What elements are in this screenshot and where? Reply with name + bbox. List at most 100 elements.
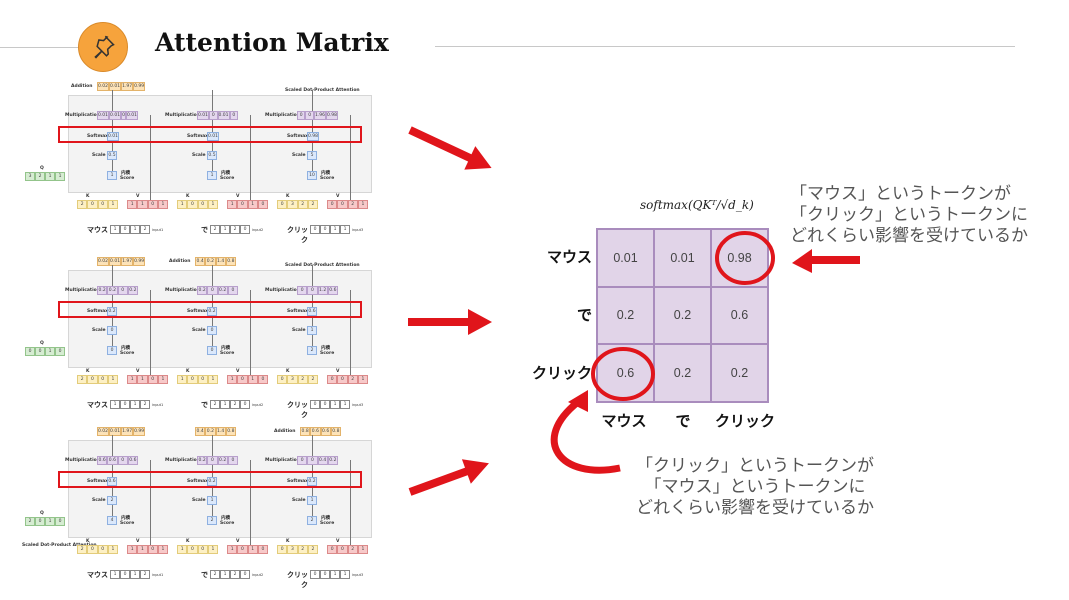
vector-cell: 1 [45, 347, 55, 356]
vector-cell: 0 [147, 545, 158, 554]
addition-label: Addition [71, 84, 93, 89]
score-label: Score [220, 521, 235, 526]
vector-cell: 2 [210, 225, 220, 234]
score-label: Score [220, 176, 235, 181]
scale-label: Scale [92, 153, 106, 158]
score-cell: 1 [107, 171, 117, 180]
vector-cell: 1 [130, 400, 140, 409]
vector-cell: 2 [297, 375, 308, 384]
vector-cell: 0.2 [197, 456, 208, 465]
softmax-cell: 0.2 [307, 477, 317, 486]
vector-cell: 0 [55, 347, 65, 356]
vector-cell: 0 [297, 111, 306, 120]
score-label: Score [220, 351, 235, 356]
vector-cell: 1.2 [317, 286, 328, 295]
vector-cell: 1 [137, 545, 148, 554]
scale-label: Scale [92, 328, 106, 333]
score-jp-label: 内積 [121, 516, 130, 521]
vector-cell: 2 [297, 200, 308, 209]
vector-cell: 1 [247, 545, 258, 554]
score-jp-label: 内積 [121, 346, 130, 351]
score-value: 1 [107, 171, 117, 180]
softmax-value: 0.2 [307, 477, 317, 486]
header-rule-left [0, 47, 80, 48]
connector [350, 290, 351, 375]
scale-cell: 1 [207, 496, 217, 505]
scale-cell: 5 [307, 151, 317, 160]
token-label: で [201, 571, 208, 579]
vector-cell: 0 [327, 545, 338, 554]
matrix-cell: 0.2 [654, 344, 711, 402]
vector-cell: 0 [320, 225, 330, 234]
vector-cell: 0.8 [225, 257, 236, 266]
vector-cell: 0.8 [330, 427, 341, 436]
vector-cell: 0 [117, 456, 128, 465]
vector-cell: 0 [120, 570, 130, 579]
note-bottom: 「クリック」というトークンが 「マウス」というトークンに どれくらい影響を受けて… [636, 456, 874, 518]
score-jp-label: 内積 [321, 171, 330, 176]
vector-cell: 1.97 [121, 82, 134, 91]
vector-cell: 2 [230, 570, 240, 579]
vector-cell: 1 [220, 570, 230, 579]
q-label: Q [40, 166, 44, 171]
vector-cell: 0 [87, 545, 98, 554]
token-label: で [201, 401, 208, 409]
vector-cell: 0.2 [127, 286, 138, 295]
vector-cell: 0 [277, 375, 288, 384]
vector-cell: 0.02 [97, 427, 110, 436]
softmax-label: Softmax [87, 309, 109, 314]
vector-cell: 0 [97, 200, 108, 209]
addition-label: Addition [169, 259, 191, 264]
vector-cell: 0 [257, 200, 268, 209]
input-label: input3 [352, 573, 364, 577]
vector-cell: 0 [237, 200, 248, 209]
v-label: V [236, 539, 240, 544]
vector-cell: 0 [197, 375, 208, 384]
vector-cell: 0 [87, 375, 98, 384]
vector-cell: 0.2 [97, 286, 108, 295]
score-jp-label: 内積 [221, 516, 230, 521]
softmax-label: Softmax [187, 479, 209, 484]
vector-cell: 1 [107, 545, 118, 554]
arrow-right-icon [408, 309, 492, 335]
score-value: 4 [107, 516, 117, 525]
connector [250, 290, 251, 375]
v-label: V [136, 369, 140, 374]
vector-cell: 0 [227, 456, 238, 465]
vector-cell: 1 [107, 375, 118, 384]
scale-cell: 1 [307, 496, 317, 505]
scale-value: 0 [107, 326, 117, 335]
vector-cell: 1.4 [215, 427, 226, 436]
vector-cell: 0.01 [109, 257, 122, 266]
softmax-highlight-rect [58, 301, 362, 318]
q-label: Q [40, 341, 44, 346]
matrix-row-label: マウス [546, 248, 592, 266]
arrow-right-icon [408, 459, 489, 496]
q-label: Q [40, 511, 44, 516]
vector-cell: 0 [207, 286, 218, 295]
curved-arrow-icon [550, 399, 621, 474]
vector-cell: 0.8 [225, 427, 236, 436]
vector-cell: 1 [127, 545, 138, 554]
input-label: input2 [252, 403, 264, 407]
softmax-value: 0.01 [207, 132, 220, 141]
vector-cell: 0 [207, 456, 218, 465]
score-cell: 1 [207, 171, 217, 180]
matrix-cell: 0.01 [654, 229, 711, 287]
vector-cell: 0 [277, 545, 288, 554]
vector-cell: 2 [140, 400, 150, 409]
score-jp-label: 内積 [121, 171, 130, 176]
score-label: Score [320, 176, 335, 181]
score-label: Score [320, 351, 335, 356]
k-label: K [186, 539, 190, 544]
vector-cell: 1 [137, 200, 148, 209]
k-label: K [86, 194, 90, 199]
vector-cell: 0 [277, 200, 288, 209]
